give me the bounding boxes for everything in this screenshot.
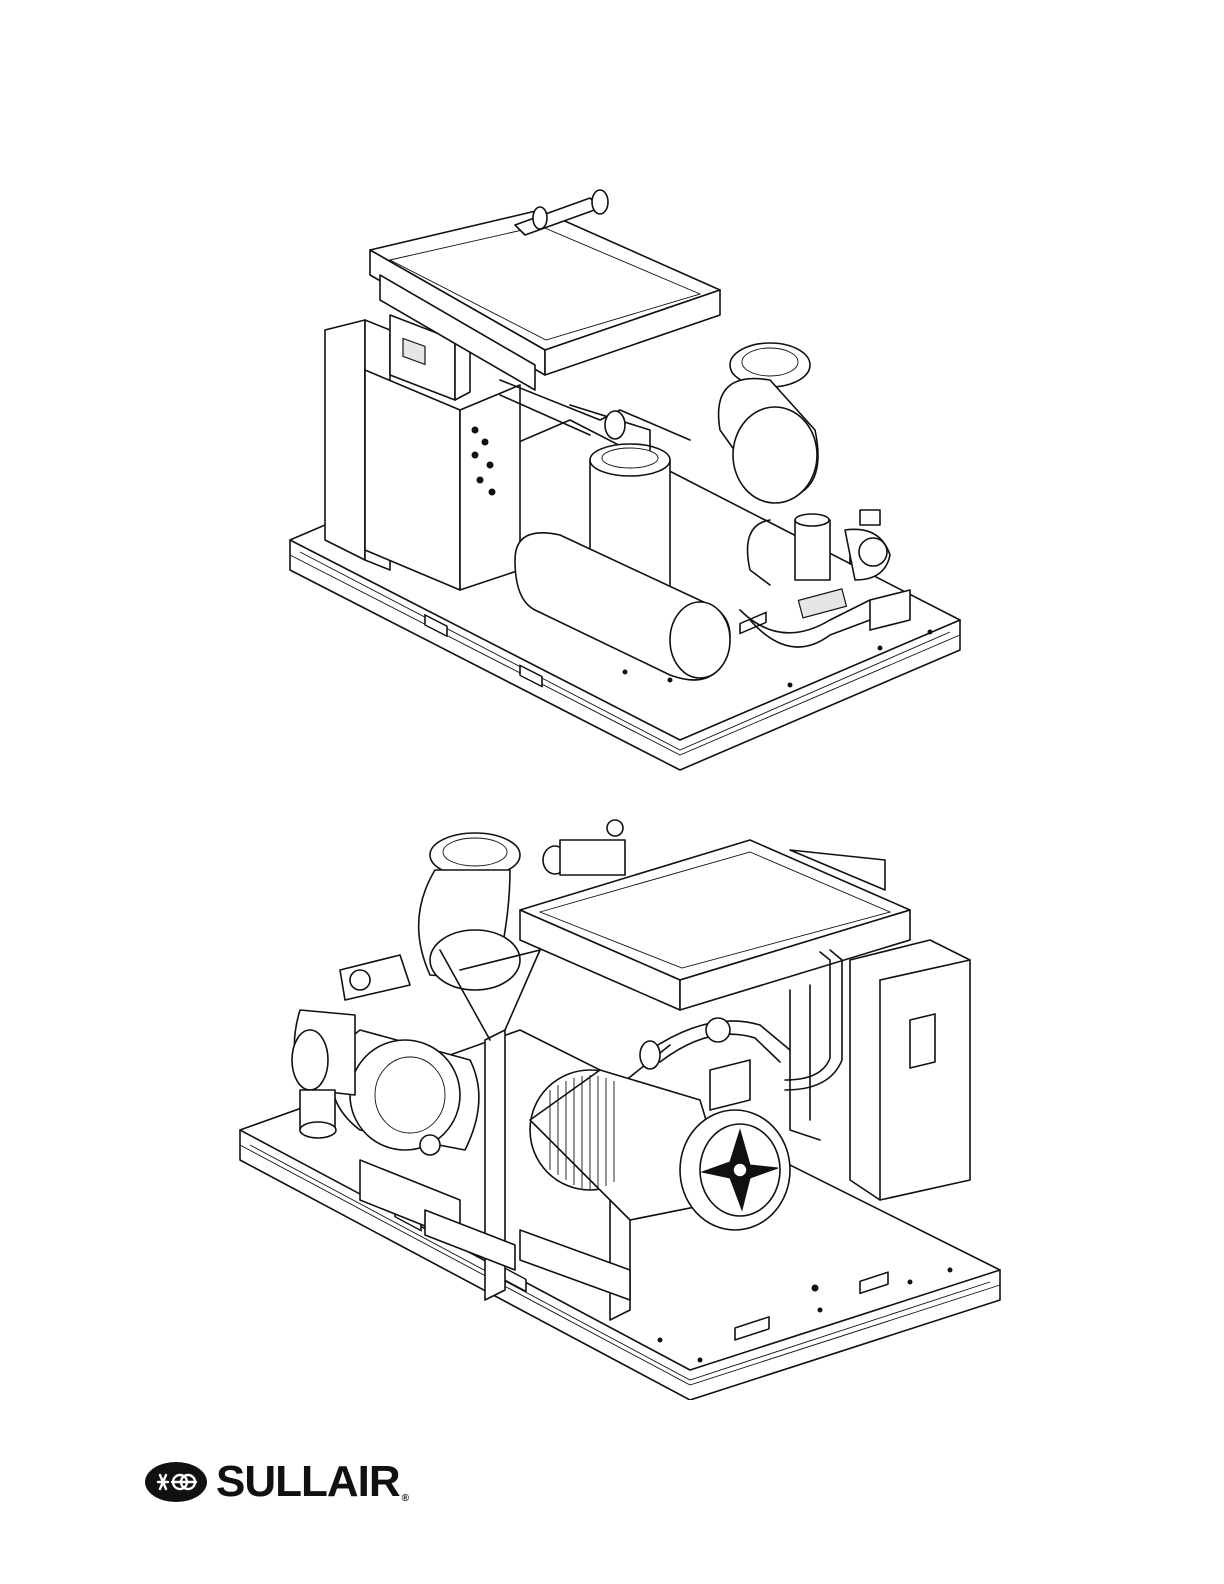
compressor-line-art-rear (230, 800, 1010, 1400)
brand-name: SULLAIR (216, 1460, 400, 1504)
sullair-emblem-icon (144, 1460, 208, 1504)
compressor-line-art-front (270, 180, 970, 780)
sullair-logo: SULLAIR ® (144, 1452, 409, 1512)
compressor-drawing-front (270, 180, 970, 780)
compressor-drawing-rear (230, 800, 1010, 1400)
registered-mark: ® (402, 1493, 409, 1504)
